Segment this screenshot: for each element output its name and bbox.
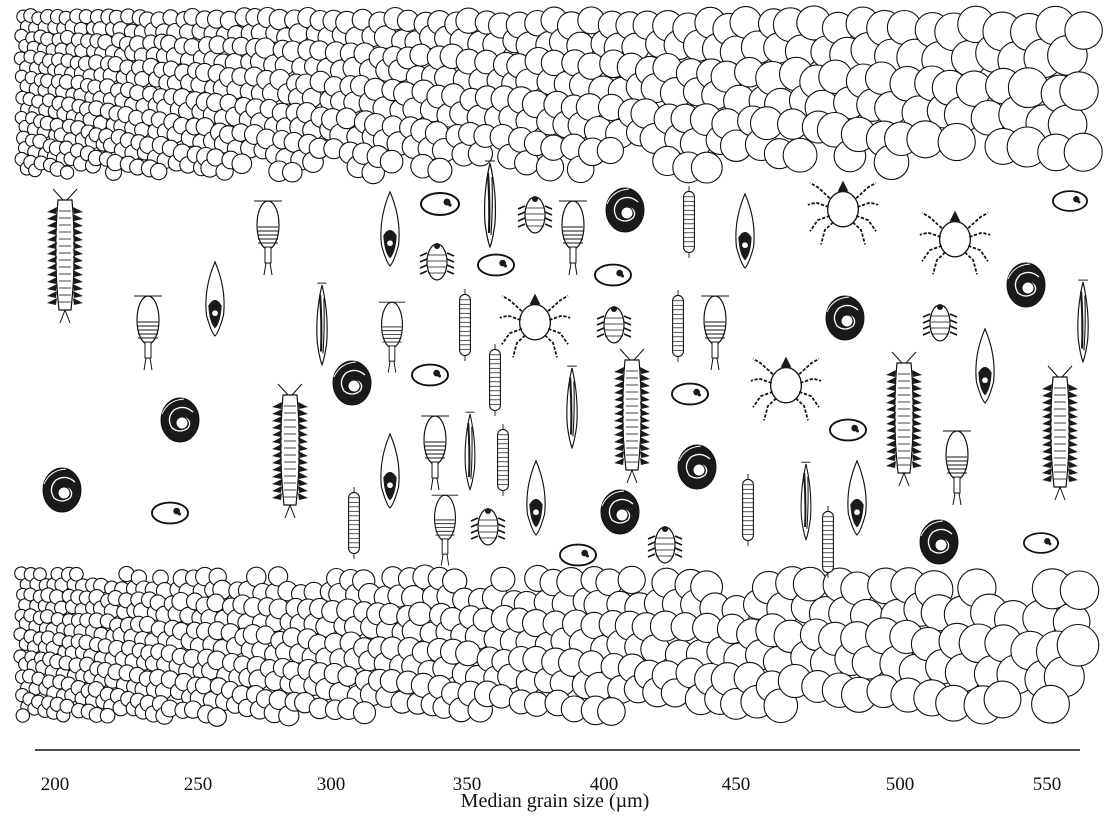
sand-grain (597, 137, 623, 163)
nematode-icon (1078, 280, 1088, 362)
sand-grain (61, 166, 74, 179)
mite-icon (500, 294, 570, 358)
sand-grain (428, 158, 452, 182)
sand-grain (491, 567, 515, 591)
tardigrade-icon (597, 306, 631, 343)
sand-grain (208, 708, 227, 727)
ciliate-icon (672, 384, 708, 405)
ciliate-icon (1053, 191, 1087, 211)
nematode-icon (801, 462, 811, 539)
gastropod-icon (826, 296, 864, 340)
copepod-icon (559, 201, 587, 275)
sand-grain (283, 162, 303, 182)
sand-grain (618, 566, 645, 593)
gastrotrich-icon (976, 329, 994, 403)
sand-grain (380, 150, 403, 173)
mite-icon (808, 181, 878, 245)
copepod-icon (943, 431, 971, 505)
tardigrade-icon (648, 526, 682, 563)
gastropod-icon (606, 188, 644, 232)
sand-grain (793, 567, 827, 601)
polychaete-icon (272, 384, 308, 518)
sand-grain (456, 641, 481, 666)
gastrotrich-icon (381, 434, 399, 508)
gastropod-icon (161, 398, 199, 442)
sand-grain (1065, 12, 1102, 49)
sand-grain (336, 108, 357, 129)
mite-icon (920, 211, 990, 275)
grain-band-top (14, 6, 1102, 184)
turbellarian-icon (684, 186, 695, 258)
sand-grain (100, 708, 115, 723)
ciliate-icon (412, 365, 448, 386)
tardigrade-icon (923, 304, 957, 341)
gastropod-icon (333, 361, 371, 405)
gastropod-icon (920, 520, 958, 564)
copepod-icon (701, 296, 729, 370)
polychaete-icon (886, 352, 922, 486)
sand-grain (984, 681, 1021, 718)
sand-grain (691, 152, 722, 183)
tardigrade-icon (471, 508, 505, 545)
nematode-icon (465, 412, 475, 489)
sand-grain (16, 709, 29, 722)
polychaete-icon (1042, 366, 1078, 500)
tardigrade-icon (420, 243, 454, 280)
turbellarian-icon (460, 289, 471, 361)
copepod-icon (254, 201, 282, 275)
polychaete-icon (614, 349, 650, 483)
ciliate-icon (152, 503, 188, 524)
turbellarian-icon (490, 344, 501, 416)
copepod-icon (432, 495, 459, 565)
ciliate-icon (421, 193, 459, 215)
gastropod-icon (43, 468, 81, 512)
gastrotrich-icon (527, 461, 545, 535)
sand-grain (151, 163, 167, 179)
interstitial-fauna (43, 161, 1088, 578)
turbellarian-icon (823, 506, 834, 578)
sand-grain (598, 698, 626, 726)
turbellarian-icon (349, 487, 360, 559)
mite-icon (751, 357, 821, 421)
ciliate-icon (1024, 533, 1058, 553)
sand-grain (1057, 625, 1099, 667)
tardigrade-icon (518, 196, 552, 233)
polychaete-icon (47, 189, 83, 323)
sand-grain (1032, 685, 1070, 723)
sand-grain (207, 594, 225, 612)
sand-grain (354, 702, 376, 724)
ciliate-icon (478, 255, 514, 276)
gastropod-icon (678, 445, 716, 489)
sand-grain (1060, 571, 1098, 609)
sand-grain (1064, 133, 1102, 171)
sand-grain (409, 602, 432, 625)
ciliate-icon (830, 420, 866, 441)
ciliate-icon (560, 545, 596, 566)
turbellarian-icon (743, 474, 754, 546)
copepod-icon (379, 302, 406, 372)
nematode-icon (567, 366, 577, 448)
turbellarian-icon (498, 424, 509, 496)
nematode-icon (317, 283, 327, 365)
turbellarian-icon (673, 290, 684, 362)
sand-grain (783, 138, 817, 172)
sand-grain (1060, 72, 1098, 110)
sand-grain (196, 677, 213, 694)
gastrotrich-icon (736, 194, 754, 268)
gastrotrich-icon (381, 192, 399, 266)
sand-grain (338, 666, 358, 686)
ciliate-icon (595, 265, 631, 286)
gastropod-icon (1007, 263, 1045, 307)
gastropod-icon (601, 490, 639, 534)
gastrotrich-icon (206, 262, 224, 336)
nematode-icon (485, 161, 496, 247)
copepod-icon (421, 416, 449, 490)
copepod-icon (134, 296, 162, 370)
x-axis-label: Median grain size (µm) (0, 790, 1110, 813)
sand-grain (232, 154, 252, 174)
gastrotrich-icon (848, 461, 866, 535)
sand-grain (938, 123, 975, 160)
grain-band-bottom (14, 565, 1099, 726)
